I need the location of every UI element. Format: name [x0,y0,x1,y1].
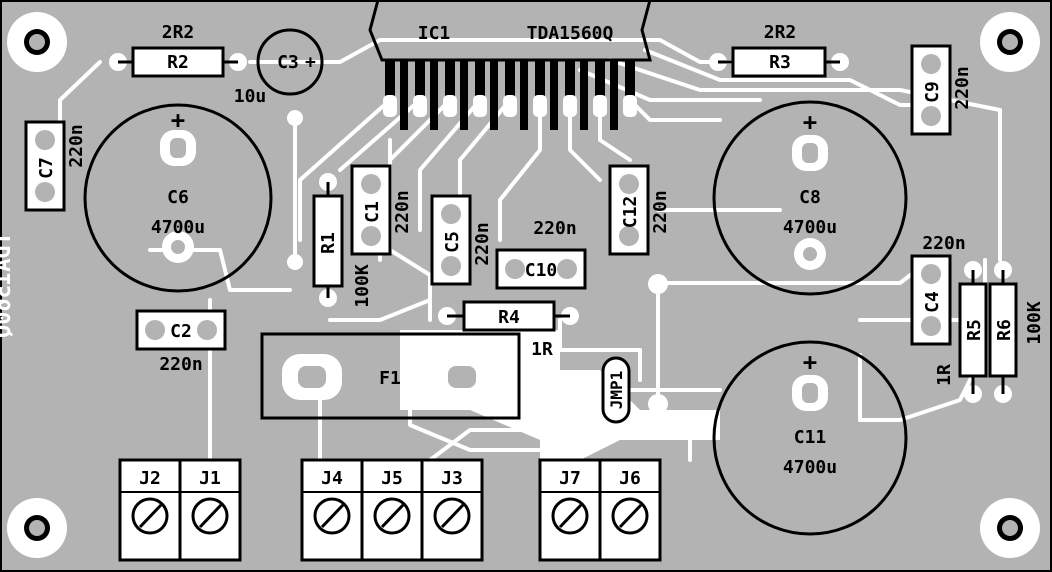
c6-value: 4700u [151,217,205,238]
terminal-j4: J4 [321,468,343,489]
r4-value: 1R [531,339,553,360]
capacitor-c1: C1 220n [350,164,413,256]
terminal-j2: J2 [139,468,161,489]
terminal-j5: J5 [381,468,403,489]
r5-ref: R5 [964,319,985,341]
r3-value: 2R2 [764,22,797,43]
c3-ref: C3 [277,52,299,73]
c8-ref: C8 [799,187,821,208]
c10-value: 220n [533,218,576,239]
r5-value: 1R [934,364,955,386]
jumper-jmp1: JMP1 [601,292,668,424]
capacitor-c7: C7 220n [24,120,87,212]
r3-ref: R3 [769,52,791,73]
c12-value: 220n [650,190,671,233]
r1-value: 100K [352,264,373,308]
terminal-j3: J3 [441,468,463,489]
c5-ref: C5 [442,231,463,253]
capacitor-c9: C9 220n [910,44,973,136]
capacitor-c10: 220n C10 [495,218,587,290]
via-pad [648,274,668,294]
terminal-block-middle: J4 J5 J3 [300,458,484,562]
c11-ref: C11 [794,427,827,448]
c2-ref: C2 [170,321,192,342]
polarity-plus-c3: + [305,52,316,73]
capacitor-c3: C3 + 10u [234,28,324,270]
resistor-r4: R4 1R [438,300,579,360]
c1-ref: C1 [362,201,383,223]
resistor-r3: 2R2 R3 [709,22,849,78]
terminal-j1: J1 [199,468,221,489]
c6-ref: C6 [167,187,189,208]
c4-ref: C4 [922,291,943,313]
terminal-block-right: J7 J6 [538,458,662,562]
capacitor-c8: + C8 4700u [712,100,908,296]
svg-text:TDA1560Q: TDA1560Q [0,232,16,338]
r1-ref: R1 [318,232,339,254]
ic1-pins [383,60,637,130]
terminal-j7: J7 [559,468,581,489]
c10-ref: C10 [525,260,558,281]
capacitor-c6: + C6 4700u [83,103,273,293]
r4-ref: R4 [498,307,520,328]
capacitor-c11: + C11 4700u [712,340,908,536]
mirrored-board-label: TDA1560Q 40W @ 14,4V [0,232,16,338]
c9-value: 220n [952,66,973,109]
polarity-plus-c6: + [171,106,185,134]
ic1-value: TDA1560Q [527,23,614,44]
r2-ref: R2 [167,52,189,73]
polarity-plus-c8: + [803,108,817,136]
terminal-j6: J6 [619,468,641,489]
r6-value: 100K [1024,301,1045,345]
mounting-holes [7,12,1040,558]
resistor-r6: R6 100K [988,261,1045,403]
resistor-r1: R1 100K [312,173,373,308]
c2-value: 220n [159,354,202,375]
capacitor-c12: C12 220n [608,164,671,256]
c4-value: 220n [922,233,965,254]
capacitor-c5: C5 220n [430,194,493,286]
c9-ref: C9 [922,81,943,103]
polarity-plus-c11: + [803,348,817,376]
c8-value: 4700u [783,217,837,238]
fuse-f1: F1 [260,332,521,420]
r6-ref: R6 [994,319,1015,341]
c5-value: 220n [472,222,493,265]
c1-value: 220n [392,190,413,233]
f1-ref: F1 [379,368,401,389]
resistor-r5: R5 1R [934,261,988,403]
terminal-block-left: J2 J1 [118,458,242,562]
r2-value: 2R2 [162,22,195,43]
c7-ref: C7 [36,157,57,179]
c12-ref: C12 [620,196,641,229]
c7-value: 220n [66,124,87,167]
capacitor-c2: C2 220n [135,309,227,375]
ic1-ref: IC1 [418,23,451,44]
c3-value: 10u [234,86,267,107]
c11-value: 4700u [783,457,837,478]
jmp1-ref: JMP1 [607,371,626,410]
ic1-tda1560q: IC1 TDA1560Q [368,0,652,62]
resistor-r2: 2R2 R2 [109,22,247,78]
capacitor-c4: 220n C4 [910,233,966,346]
